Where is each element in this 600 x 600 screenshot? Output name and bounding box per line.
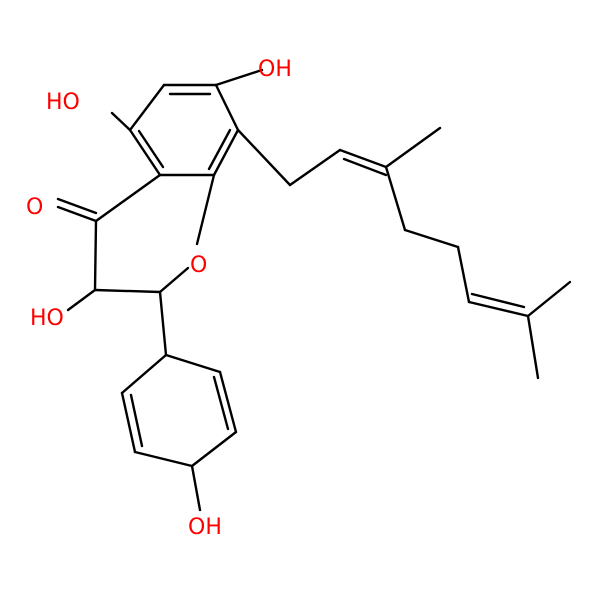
bond xyxy=(384,165,407,232)
bond xyxy=(66,288,97,312)
geranyl-chain-bonds xyxy=(236,126,572,380)
bond xyxy=(338,148,388,169)
bond xyxy=(128,128,162,177)
atom-label-oh-bottom: OH xyxy=(188,515,222,540)
bond xyxy=(456,245,471,304)
bond xyxy=(526,314,540,380)
bond xyxy=(93,288,162,294)
bond xyxy=(56,197,98,215)
atom-label-oh-top-right: OH xyxy=(258,57,292,82)
bond xyxy=(158,290,168,357)
bond xyxy=(128,83,166,132)
bond xyxy=(214,83,240,132)
hydroxyl-bonds xyxy=(66,68,264,312)
bond xyxy=(93,219,98,292)
c-ring-bonds xyxy=(93,173,216,294)
bond xyxy=(214,68,264,87)
bond xyxy=(218,370,238,434)
bond xyxy=(384,126,442,169)
bond xyxy=(164,353,222,374)
atom-label-ketone-o: O xyxy=(26,195,43,220)
bond xyxy=(288,148,342,187)
a-ring-bonds xyxy=(128,83,240,177)
bond xyxy=(133,450,194,468)
bond xyxy=(137,129,165,169)
atom-label-ring-o: O xyxy=(190,253,207,278)
bond xyxy=(110,111,132,132)
bond xyxy=(236,128,292,187)
bond xyxy=(526,280,572,318)
bond xyxy=(190,464,202,512)
bond xyxy=(158,266,190,294)
bond xyxy=(212,375,230,431)
bond xyxy=(120,353,168,395)
bond xyxy=(207,128,232,171)
bond xyxy=(342,157,388,177)
bond xyxy=(195,173,216,246)
bond xyxy=(190,430,238,468)
bond xyxy=(120,391,137,454)
bond xyxy=(403,228,460,249)
atom-label-ho-top-left: HO xyxy=(46,90,80,115)
bond xyxy=(56,205,98,223)
bond xyxy=(129,393,144,448)
bond xyxy=(470,292,526,309)
bond xyxy=(94,173,162,223)
bond xyxy=(467,300,530,318)
bond xyxy=(212,128,240,177)
atom-label-ho-left: HO xyxy=(30,306,64,331)
carbonyl-bond xyxy=(56,197,98,223)
b-ring-bonds xyxy=(120,290,238,512)
